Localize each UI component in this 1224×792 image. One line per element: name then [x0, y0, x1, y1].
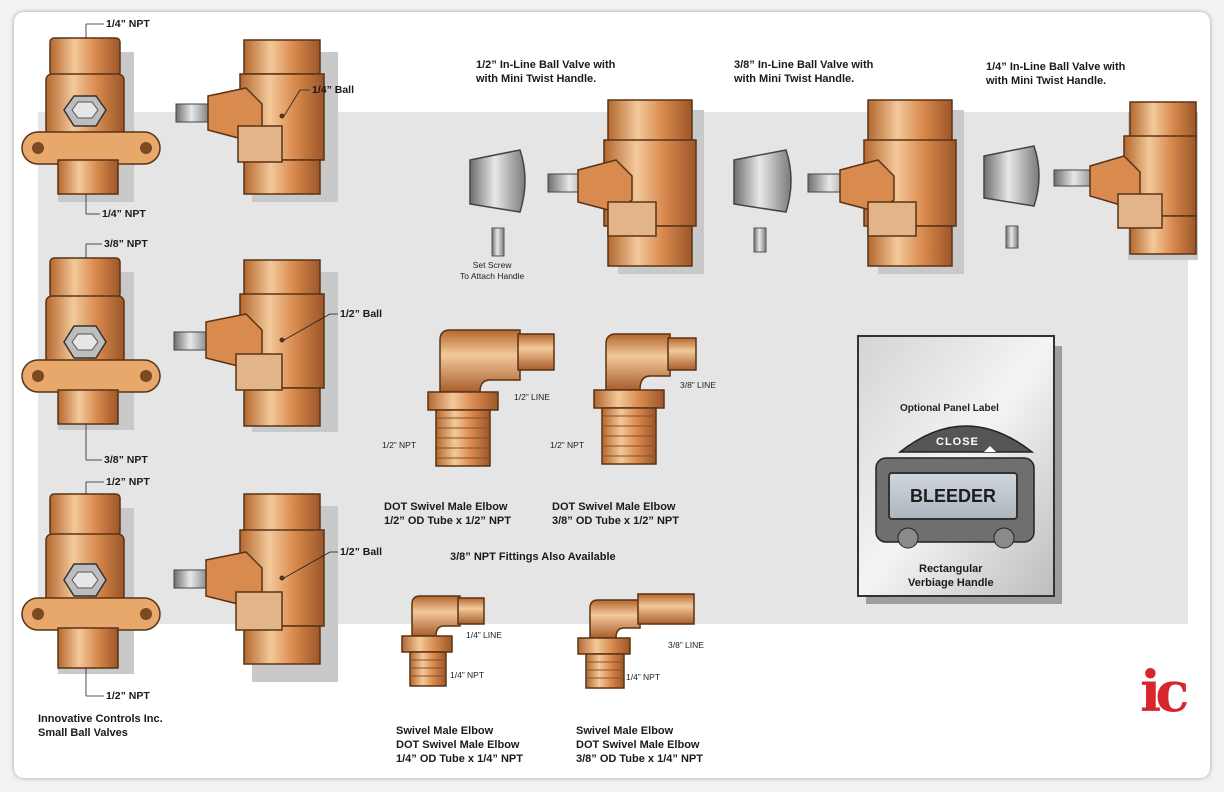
elbow-3-npt-label: 1/4” NPT: [450, 670, 485, 680]
valve-3-ball-label: 1/2” Ball: [340, 546, 383, 558]
elbow-3-line-label: 1/4” LINE: [466, 630, 502, 640]
bleeder-handle-label: BLEEDER: [888, 472, 1018, 520]
left-leader-lines: [85, 23, 338, 697]
elbow-2-npt-label: 1/2” NPT: [550, 440, 585, 450]
valve-2-bottom-npt-label: 3/8” NPT: [104, 454, 148, 466]
valve-2-front: [21, 257, 161, 430]
fittings-note: 3/8” NPT Fittings Also Available: [450, 551, 616, 563]
elbow-1-line-label: 1/2” LINE: [514, 392, 550, 402]
inline-valve-half-title: 1/2” In-Line Ball Valve with with Mini T…: [476, 59, 616, 85]
elbow-3-title: Swivel Male Elbow DOT Swivel Male Elbow …: [396, 725, 523, 765]
elbow-2-title: DOT Swivel Male Elbow 3/8” OD Tube x 1/2…: [552, 501, 679, 527]
valve-3-side: [173, 493, 338, 682]
valve-1-front: [21, 37, 161, 202]
valve-3-top-npt-label: 1/2” NPT: [106, 476, 150, 488]
close-text: CLOSE: [936, 436, 979, 448]
valve-2-ball-label: 1/2” Ball: [340, 308, 383, 320]
optional-panel-label: Optional Panel Label: [900, 403, 999, 414]
company-logo: ic: [1140, 659, 1189, 725]
elbow-3: [401, 595, 485, 687]
handle-caption: Rectangular Verbiage Handle: [908, 563, 994, 589]
elbow-2-line-label: 3/8” LINE: [680, 380, 716, 390]
elbow-1-title: DOT Swivel Male Elbow 1/2” OD Tube x 1/2…: [384, 501, 511, 527]
valve-3-front: [21, 493, 161, 674]
valve-1-ball-label: 1/4” Ball: [312, 84, 355, 96]
valve-3-bottom-npt-label: 1/2” NPT: [106, 690, 150, 702]
inline-valve-half: [469, 99, 704, 274]
inline-valve-quarter: [983, 101, 1198, 260]
elbow-4-line-label: 3/8” LINE: [668, 640, 704, 650]
elbow-1-npt-label: 1/2” NPT: [382, 440, 417, 450]
elbow-4-title: Swivel Male Elbow DOT Swivel Male Elbow …: [576, 725, 703, 765]
valve-1-top-npt-label: 1/4” NPT: [106, 18, 150, 30]
elbow-4: [577, 593, 695, 689]
company-caption: Innovative Controls Inc. Small Ball Valv…: [38, 713, 163, 739]
valve-1-side: [175, 39, 338, 202]
set-screw-note: Set Screw To Attach Handle: [460, 260, 525, 281]
elbow-2: [593, 333, 697, 465]
valve-2-top-npt-label: 3/8” NPT: [104, 238, 148, 250]
valve-2-side: [173, 259, 338, 432]
inline-valve-three-eighths: [733, 99, 964, 274]
elbow-1: [427, 329, 555, 467]
valve-1-bottom-npt-label: 1/4” NPT: [102, 208, 146, 220]
inline-valve-three-eighths-title: 3/8” In-Line Ball Valve with with Mini T…: [734, 59, 874, 85]
elbow-4-npt-label: 1/4” NPT: [626, 672, 661, 682]
inline-valve-quarter-title: 1/4” In-Line Ball Valve with with Mini T…: [986, 61, 1126, 87]
